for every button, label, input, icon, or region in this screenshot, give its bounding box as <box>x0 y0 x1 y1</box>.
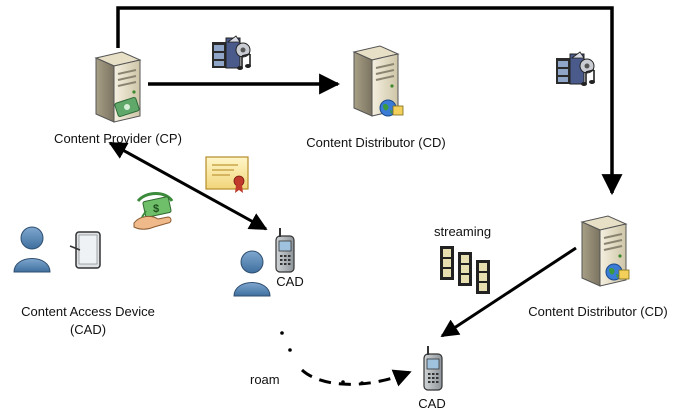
content-access-device-abbrev-label: (CAD) <box>69 322 107 337</box>
arrow-cp-to-cd-right <box>116 6 623 196</box>
phone-icon-cad-bottom <box>423 345 443 391</box>
phone-icon-cad <box>275 227 295 273</box>
roam-path-dots <box>280 331 364 385</box>
certificate-icon <box>205 156 249 193</box>
content-distributor-top-server-icon <box>353 45 404 117</box>
streaming-film-icon <box>440 246 490 294</box>
streaming-label: streaming <box>434 224 492 239</box>
content-access-device-label: Content Access Device <box>21 304 155 319</box>
content-distributor-top-label: Content Distributor (CD) <box>306 135 446 150</box>
content-provider-server-icon <box>95 51 141 123</box>
media-content-icon-right <box>555 51 596 87</box>
cad-user-label: CAD <box>276 274 304 289</box>
arrow-cp-cad-bidirectional <box>108 141 268 231</box>
arrow-roam <box>300 368 412 387</box>
person-icon-left <box>13 226 51 273</box>
media-content-icon-top <box>211 35 252 71</box>
connectors <box>108 6 623 387</box>
content-provider-label: Content Provider (CP) <box>54 131 182 146</box>
payment-exchange-icon: $ <box>133 192 174 230</box>
person-icon-cad <box>233 250 271 297</box>
arrow-cd-to-cad <box>440 246 577 338</box>
content-distributor-right-server-icon <box>581 215 630 287</box>
tablet-icon <box>69 231 101 269</box>
roam-label: roam <box>250 372 280 387</box>
svg-text:$: $ <box>153 203 159 215</box>
content-distributor-right-label: Content Distributor (CD) <box>528 304 668 319</box>
cad-bottom-label: CAD <box>418 396 446 411</box>
